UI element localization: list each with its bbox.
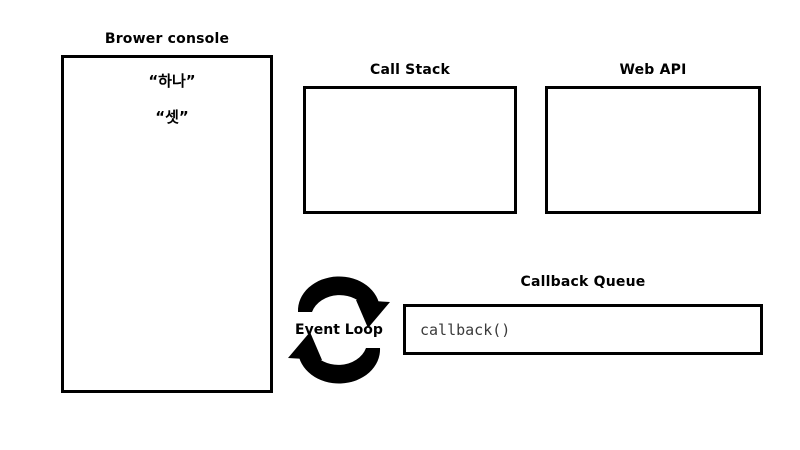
callback-queue-box: callback() — [403, 304, 763, 355]
console-line: “셋” — [155, 108, 189, 126]
call-stack-box — [303, 86, 517, 214]
callback-queue-title: Callback Queue — [520, 274, 646, 290]
web-api-title: Web API — [619, 62, 687, 78]
browser-console-box: “하나” “셋” — [61, 55, 273, 393]
browser-console-title: Brower console — [104, 31, 230, 47]
callback-queue-item: callback() — [420, 320, 511, 339]
web-api-box — [545, 86, 761, 214]
call-stack-title: Call Stack — [369, 62, 451, 78]
event-loop-group: Event Loop — [288, 262, 390, 398]
circular-arrows-icon — [288, 276, 390, 384]
event-loop-label: Event Loop — [295, 322, 383, 338]
browser-console-output: “하나” “셋” — [64, 72, 270, 144]
console-line: “하나” — [148, 72, 196, 90]
